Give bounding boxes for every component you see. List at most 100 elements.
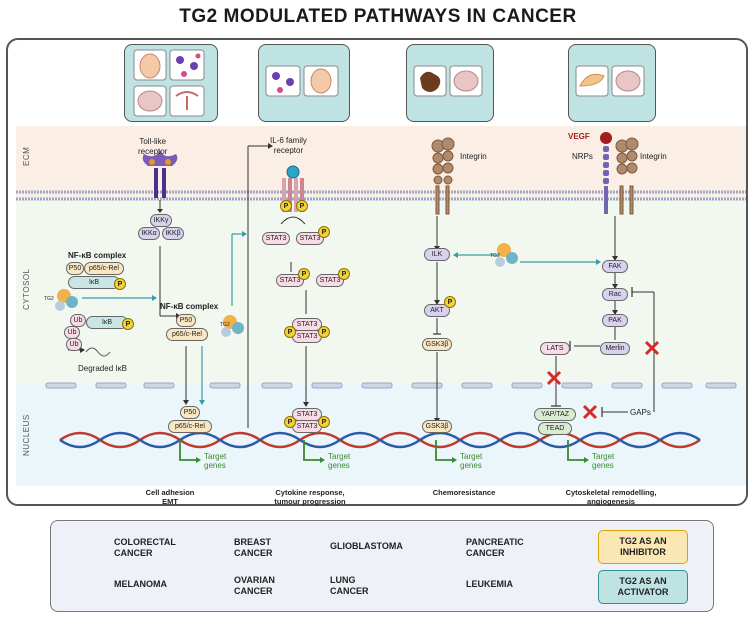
legend-leukemia: LEUKEMIA	[466, 579, 513, 589]
arrowheads	[157, 143, 618, 423]
ikk-beta: IKKβ	[162, 227, 184, 240]
target-genes-3: Target genes	[460, 452, 483, 470]
legend-inhibitor: TG2 AS AN INHIBITOR	[619, 536, 667, 557]
nuclear-membrane	[45, 382, 737, 389]
legend-glioblastoma: GLIOBLASTOMA	[330, 541, 403, 551]
il6-receptor-label: IL-6 family receptor	[270, 136, 307, 155]
nfkb-complex-label-2: NF-κB complex	[160, 302, 219, 311]
degraded-ikb-shape	[85, 347, 111, 357]
stat3-b: STAT3	[296, 232, 324, 245]
ubiquitin-3: Ub	[66, 338, 82, 351]
tg2-protein-icon-1	[55, 289, 78, 311]
p65-nuclear: p65/c-Rel	[168, 420, 212, 433]
caption-col3: Chemoresistance	[432, 488, 496, 497]
target-genes-1: Target genes	[204, 452, 227, 470]
phospho-nuc-2: P	[318, 416, 330, 428]
legend-ovarian: OVARIAN CANCER	[234, 575, 275, 596]
akt-protein: AKT	[424, 304, 450, 317]
ikb-protein: IκB	[68, 276, 120, 289]
phospho-stat3-b: P	[318, 226, 330, 238]
ikk-alpha: IKKα	[138, 227, 160, 240]
ikk-gamma: IKKγ	[150, 214, 172, 227]
leukemia-icon-2	[265, 65, 301, 97]
legend-breast: BREAST CANCER	[234, 537, 273, 558]
gaps-label: GAPs	[630, 408, 651, 417]
gsk3b-nuclear: GSK3β	[422, 420, 452, 433]
rac-protein: Rac	[602, 288, 628, 301]
phospho-akt: P	[444, 296, 456, 308]
fak-protein: FAK	[602, 260, 628, 273]
integrin-label-col4: Integrin	[640, 152, 667, 161]
vegf-ligand	[600, 132, 612, 144]
merlin-protein: Merlin	[600, 342, 630, 355]
caption-col2: Cytokine response, tumour progression	[274, 488, 346, 506]
stat3-d: STAT3	[316, 274, 344, 287]
legend-colorectal: COLORECTAL CANCER	[114, 537, 176, 558]
il6-receptor-shape	[282, 165, 304, 212]
integrin-label-col3: Integrin	[460, 152, 487, 161]
glioblastoma-icon-3	[611, 65, 645, 97]
glioblastoma-icon-2	[449, 65, 483, 97]
integrin-shape-col4	[615, 137, 639, 215]
pak-protein: PAK	[602, 314, 628, 327]
inhibition-marks	[433, 287, 633, 417]
phospho-stat3-d: P	[338, 268, 350, 280]
gsk3b-protein: GSK3β	[422, 338, 452, 351]
p50-protein: P50	[66, 262, 84, 275]
melanoma-icon	[413, 65, 447, 97]
p50-nuclear: P50	[180, 406, 200, 419]
tg2-arrowheads	[152, 231, 601, 405]
ovarian-icon	[169, 85, 205, 117]
signal-arrows	[159, 145, 655, 428]
p65-protein: p65/c-Rel	[84, 262, 124, 275]
phospho-dimer-1: P	[284, 326, 296, 338]
phospho-badge-2: P	[122, 318, 134, 330]
degraded-ikb-label: Degraded IκB	[78, 364, 127, 373]
legend-activator-box	[598, 570, 688, 604]
tg2-activation-arrows	[82, 233, 596, 400]
dna-helix	[59, 431, 701, 449]
pancreas-icon	[575, 65, 609, 97]
toll-like-receptor-label: Toll-like receptor	[138, 137, 168, 156]
legend-activator: TG2 AS AN ACTIVATOR	[617, 576, 669, 597]
nrp-shape	[603, 146, 609, 214]
toll-like-receptor-shape	[142, 150, 178, 198]
target-genes-2: Target genes	[328, 452, 351, 470]
nrps-label: NRPs	[572, 152, 593, 161]
page-title: TG2 MODULATED PATHWAYS IN CANCER	[179, 6, 577, 27]
nucleus-band	[16, 384, 746, 486]
phospho-il6-1: P	[280, 200, 292, 212]
legend-melanoma: MELANOMA	[114, 579, 167, 589]
target-gene-arrows	[179, 440, 584, 461]
nfkb-complex-label: NF-κB complex	[68, 251, 127, 260]
phospho-dimer-2: P	[318, 326, 330, 338]
yap-taz-protein: YAP/TAZ	[534, 408, 576, 421]
caption-col4: Cytoskeletal remodelling, angiogenesis	[565, 488, 657, 506]
stat3-c: STAT3	[276, 274, 304, 287]
tg2-protein-icon-2	[221, 315, 244, 337]
cell-membrane	[16, 190, 746, 201]
tg2-label-3: TG2	[490, 253, 500, 259]
lats-protein: LATS	[540, 342, 570, 355]
leukemia-icon	[169, 49, 205, 81]
red-x-marks	[546, 340, 660, 420]
legend-inhibitor-box	[598, 530, 688, 564]
ubiquitin-1: Ub	[70, 314, 86, 327]
tg2-label-1: TG2	[44, 296, 54, 302]
stat3-a: STAT3	[262, 232, 290, 245]
phospho-nuc-1: P	[284, 416, 296, 428]
integrin-shape-col3	[431, 137, 455, 215]
ilk-protein: ILK	[424, 248, 450, 261]
tg2-protein-icon-3	[495, 243, 518, 267]
caption-col1: Cell adhesion EMT	[145, 488, 195, 506]
p65-protein-2: p65/c-Rel	[166, 328, 208, 341]
vegf-label: VEGF	[568, 132, 590, 141]
tead-protein: TEAD	[538, 422, 572, 435]
breast-icon	[133, 49, 167, 81]
phospho-badge: P	[114, 278, 126, 290]
target-genes-4: Target genes	[592, 452, 615, 470]
glioblastoma-icon	[133, 85, 167, 117]
legend-pancreatic: PANCREATIC CANCER	[466, 537, 524, 558]
phospho-stat3-c: P	[298, 268, 310, 280]
